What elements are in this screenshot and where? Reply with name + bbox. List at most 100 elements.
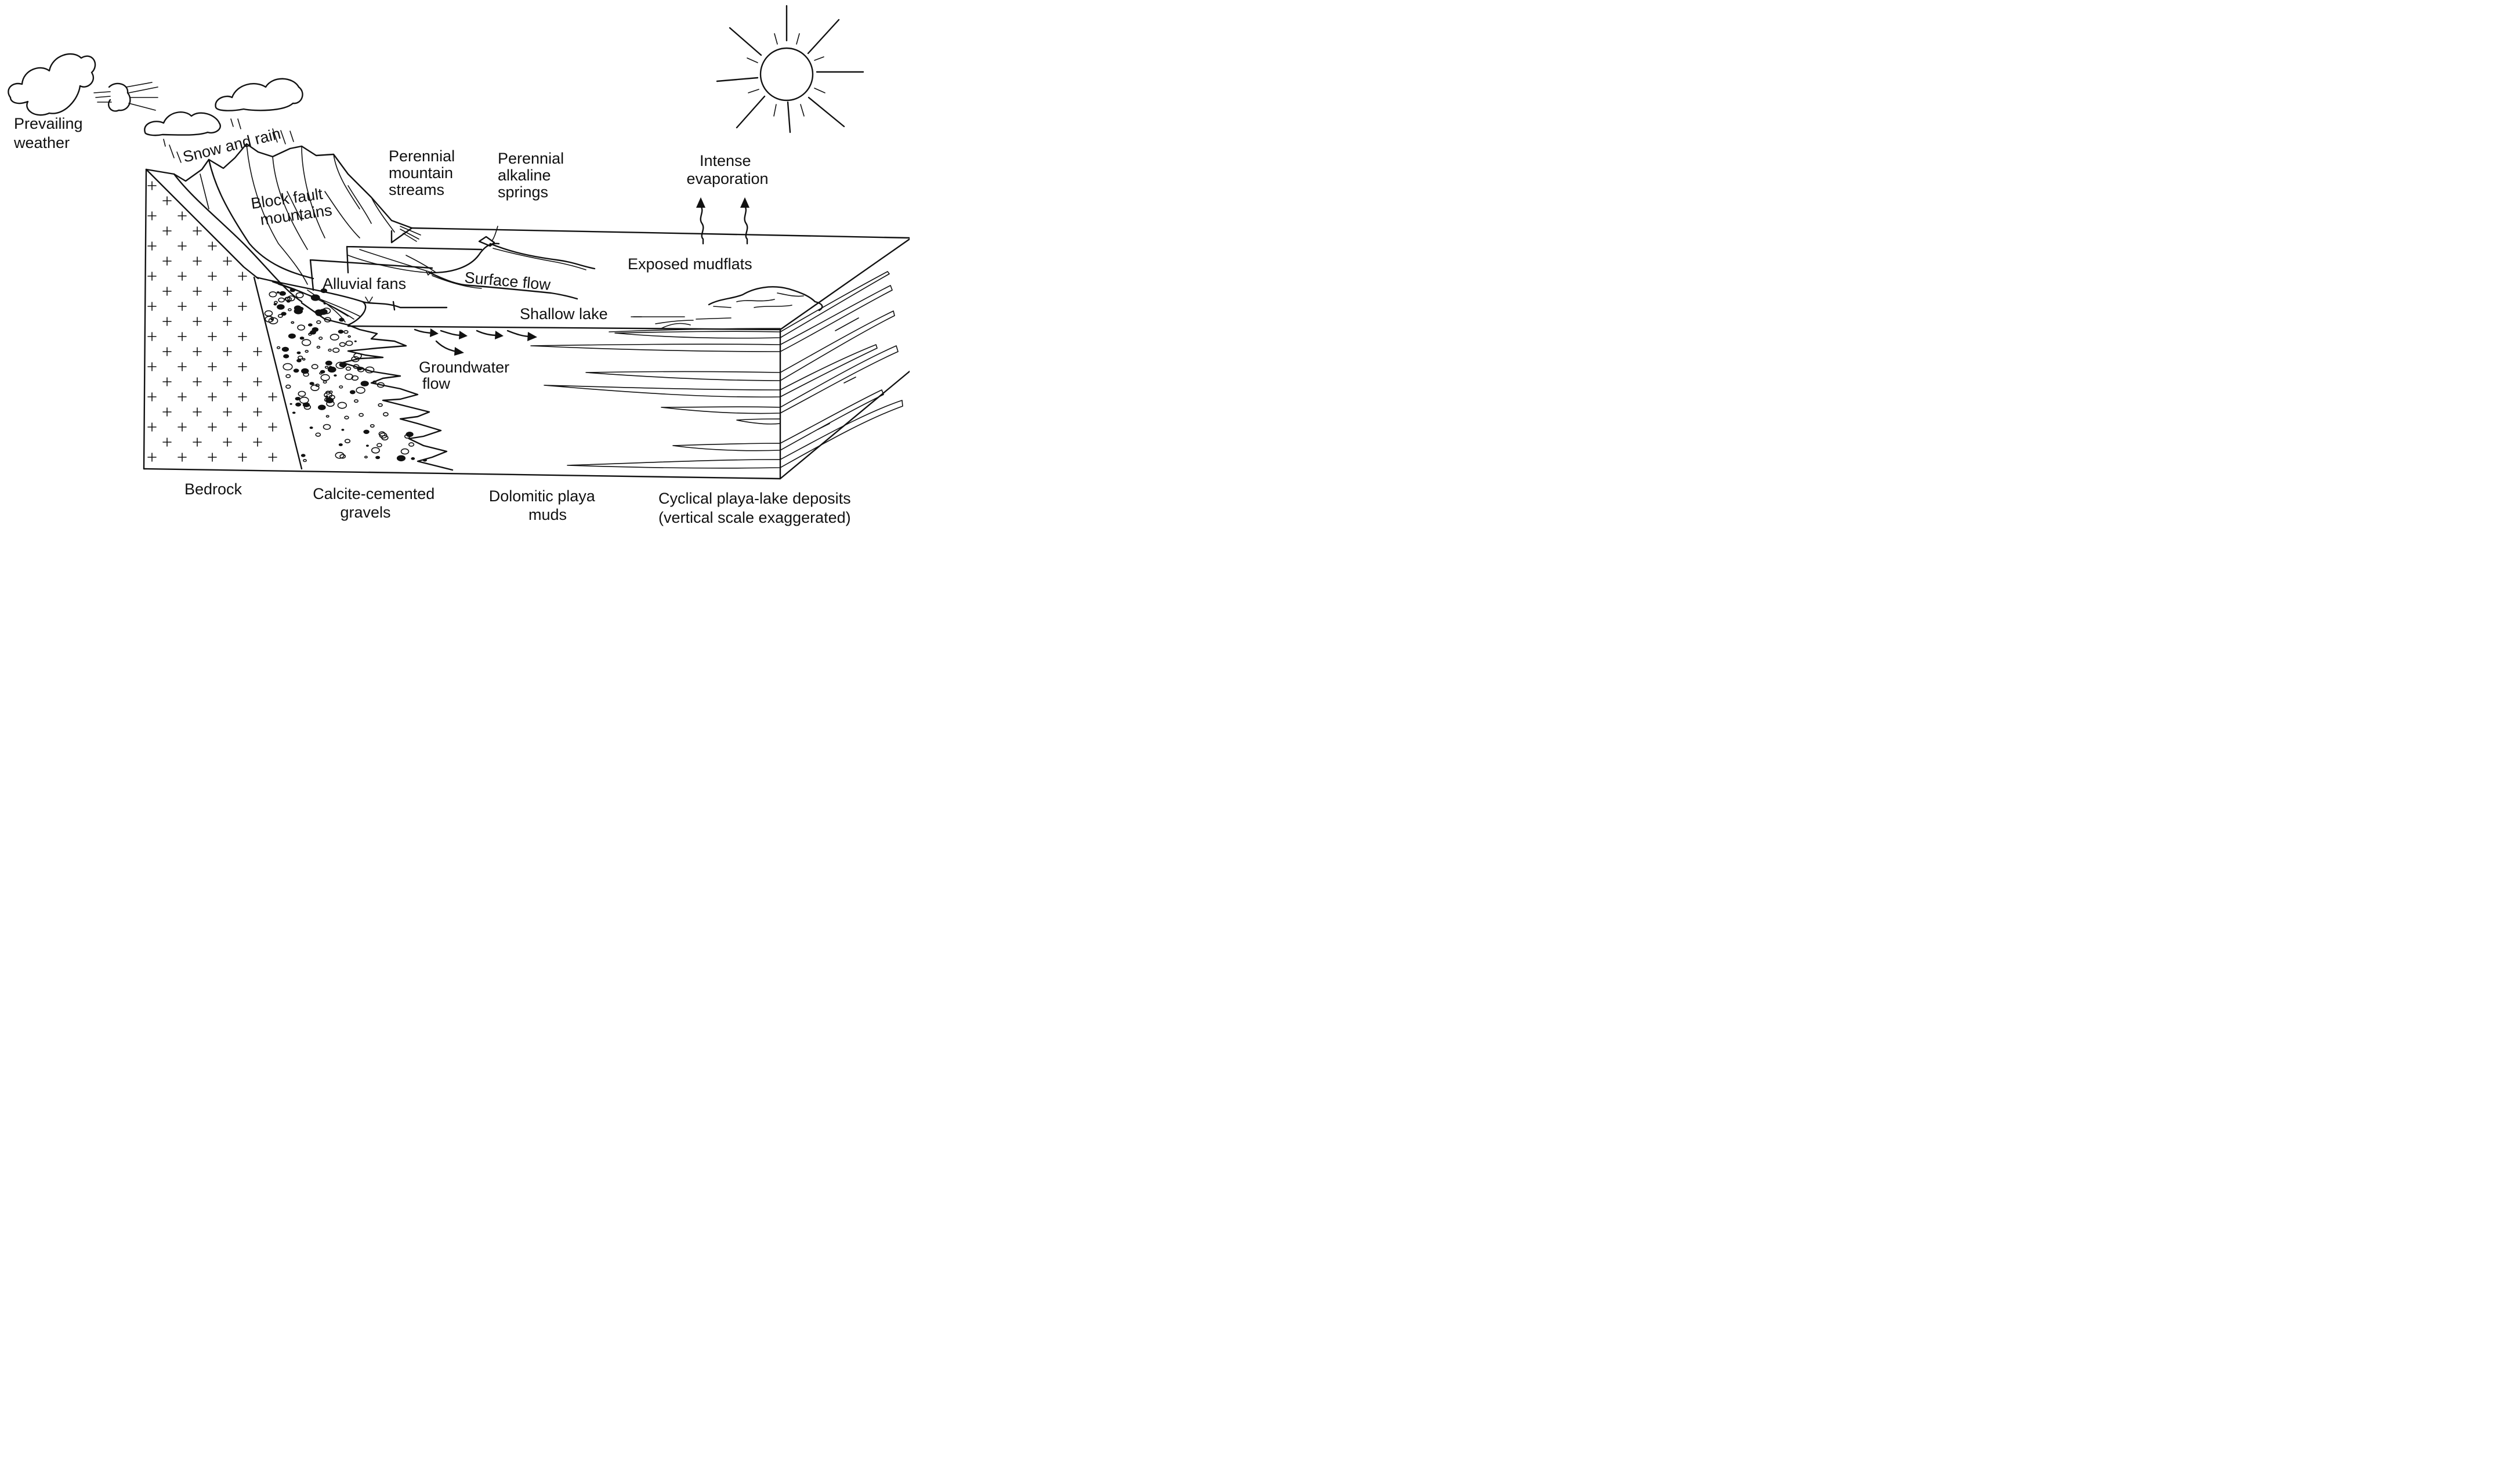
bedrock-cross [208, 423, 216, 431]
playa-lake-block-diagram: Prevailing weather Snow and rain Block f… [0, 0, 910, 531]
gravel-pebble [288, 334, 296, 339]
shallow-lake-label: Shallow lake [520, 305, 608, 323]
gravel-pebble [334, 374, 336, 377]
gravel-pebble [290, 403, 292, 405]
snow-and-rain-label: Snow and rain [181, 125, 283, 166]
bedrock-cross [193, 378, 201, 386]
bedrock-cross [193, 227, 201, 235]
gravel-pebble [288, 309, 291, 311]
gravel-pebble [345, 439, 350, 443]
bedrock-cross [238, 302, 247, 310]
gravel-pebble [298, 391, 305, 396]
gravel-pebble [291, 321, 294, 323]
gravel-pebble [317, 321, 321, 324]
gravel-pebble [330, 391, 332, 393]
gravel-pebble [361, 381, 369, 386]
gravel-pebble [298, 325, 305, 330]
gravel-pebble [344, 331, 348, 334]
sun-icon [717, 6, 863, 132]
gravel-pebble [325, 366, 328, 368]
bedrock-cross [269, 393, 277, 401]
gravel-pebble [312, 364, 318, 368]
block-fault-mountains-label: Block fault mountains [250, 184, 334, 229]
surface-flow-label: Surface flow [464, 269, 551, 294]
bedrock-cross [208, 393, 216, 401]
bedrock-cross [163, 408, 171, 416]
bedrock-cross [208, 302, 216, 310]
gravel-pebble [325, 361, 332, 366]
gravel-pebble [356, 387, 365, 393]
bedrock-cross [163, 197, 171, 205]
gravel-pebble [277, 291, 280, 294]
cyclical-playa-lake-deposits-label: Cyclical playa-lake deposits (vertical s… [658, 490, 855, 526]
bedrock-cross [178, 393, 186, 401]
gravel-pebble [292, 412, 296, 414]
gravel-pebble [301, 368, 309, 374]
perennial-alkaline-springs-label: Perennial alkaline springs [498, 150, 569, 201]
bedrock-cross [178, 423, 186, 431]
bedrock-cross [238, 423, 247, 431]
gravel-pebble [321, 375, 330, 381]
gravel-pebble [339, 318, 344, 322]
bedrock-cross [178, 242, 186, 250]
bedrock-cross [223, 257, 231, 265]
gravel-pebble [305, 350, 308, 352]
gravel-pebble [348, 336, 350, 338]
gravel-pebble [278, 298, 284, 302]
gravel-pebble [310, 426, 313, 429]
bedrock-cross [238, 393, 247, 401]
gravel-pebble [286, 385, 291, 389]
gravel-pebble [290, 288, 296, 292]
gravel-pebble [280, 291, 286, 296]
gravel-pebble [350, 390, 356, 394]
bedrock-cross [269, 423, 277, 431]
bedrock-label: Bedrock [184, 480, 242, 498]
bedrock-cross [193, 287, 201, 295]
gravel-pebble [401, 449, 409, 454]
gravel-pebble [354, 400, 358, 402]
gravel-pebble [325, 395, 328, 397]
gravel-pebble [338, 330, 344, 334]
bedrock-cross [208, 242, 216, 250]
bedrock-cross [148, 332, 156, 341]
exposed-mudflats [709, 287, 822, 310]
bedrock-cross [193, 438, 201, 446]
bedrock-cross [148, 242, 156, 250]
gravel-pebble [274, 301, 277, 303]
wind-icon [94, 82, 158, 111]
bedrock-cross [148, 182, 156, 190]
labels: Prevailing weather Snow and rain Block f… [13, 115, 855, 526]
bedrock-cross [163, 438, 171, 446]
bedrock-cross [193, 408, 201, 416]
bedrock-cross [208, 272, 216, 280]
gravel-pebble [378, 404, 382, 407]
gravel-pebble [409, 443, 414, 446]
gravel-pebble [303, 460, 306, 462]
gravel-pebble [311, 385, 319, 391]
gravel-pebble [331, 334, 339, 340]
bedrock-cross [254, 438, 262, 446]
bedrock-cross [223, 408, 231, 416]
bedrock-cross [163, 227, 171, 235]
bedrock-cross [148, 363, 156, 371]
gravel-pebble [357, 367, 362, 371]
gravel-pebble [365, 456, 367, 458]
groundwater-flow-arrows [415, 328, 537, 356]
gravel-pebble [359, 414, 363, 417]
gravel-pebble [318, 405, 326, 410]
gravel-pebble [300, 337, 305, 339]
gravel-pebble [366, 444, 369, 447]
gravel-pebble [277, 304, 285, 310]
gravel-pebble [346, 367, 351, 371]
gravel-pebble [312, 327, 318, 332]
bedrock-cross [223, 378, 231, 386]
bedrock-cross [163, 348, 171, 356]
gravel-pebble [363, 430, 369, 434]
up-arrow-icon [696, 197, 705, 208]
bedrock-cross [238, 332, 247, 341]
gravel-pebble [298, 356, 303, 359]
evaporation-arrows [696, 197, 750, 244]
gravel-pebble [341, 429, 344, 431]
gravel-pebble [346, 341, 352, 346]
bedrock-cross [178, 363, 186, 371]
